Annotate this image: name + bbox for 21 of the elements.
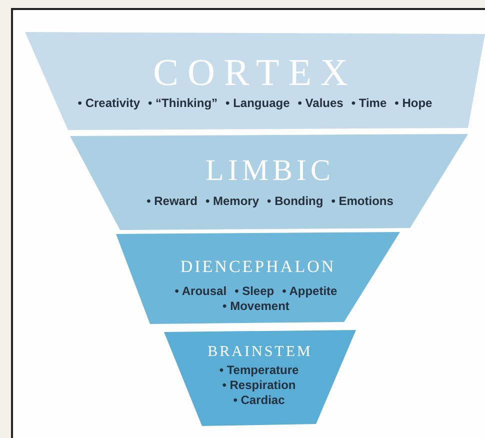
list-item: • Bonding (267, 194, 324, 208)
list-item: • Arousal (174, 284, 227, 298)
list-item: • Creativity (78, 96, 140, 110)
list-item: • Sleep (234, 284, 274, 298)
list-item: • Appetite (282, 284, 338, 298)
list-item: • Language (226, 96, 290, 110)
list-item: • Reward (146, 194, 198, 208)
list-item: • Memory (205, 194, 260, 208)
band-title: BRAINSTEM (206, 345, 314, 360)
list-item: • Movement (222, 299, 290, 313)
list-item: • Hope (394, 96, 432, 110)
list-item: • Emotions (331, 194, 394, 208)
list-item: • Cardiac (233, 393, 285, 407)
list-item: • Time (351, 96, 387, 110)
band-title: LIMBIC (204, 156, 336, 186)
list-item: • Temperature (219, 363, 299, 377)
list-item: • “Thinking” (148, 96, 218, 110)
band-title: DIENCEPHALON (179, 258, 337, 275)
list-item: • Values (298, 96, 344, 110)
band-title: CORTEX (152, 54, 358, 92)
list-item: • Respiration (222, 378, 296, 392)
